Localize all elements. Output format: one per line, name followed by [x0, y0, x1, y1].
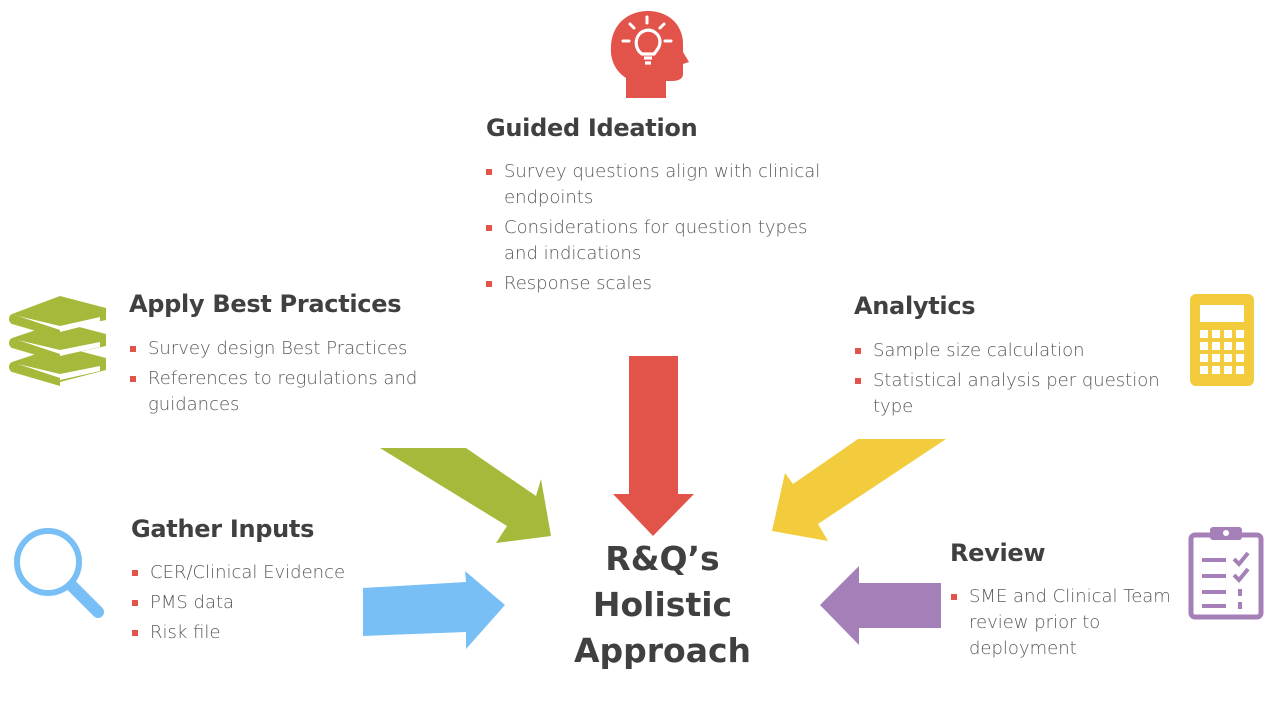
bullet-item: Survey questions align with clinical end… [486, 159, 826, 211]
gather-inputs-title: Gather Inputs [131, 515, 315, 543]
analytics-bullets: Sample size calculation Statistical anal… [855, 338, 1175, 424]
bullet-item: Response scales [486, 271, 826, 297]
center-title-line: Holistic [592, 585, 733, 624]
center-title-line: Approach [573, 631, 752, 670]
guided-ideation-title: Guided Ideation [486, 114, 698, 142]
bullet-item: Risk file [132, 620, 372, 646]
best-practices-title: Apply Best Practices [129, 290, 402, 318]
bullet-item: Considerations for question types and in… [486, 215, 826, 267]
bullet-item: SME and Clinical Team review prior to de… [951, 584, 1171, 662]
diagonal-arrow-analytics [772, 439, 946, 541]
bullet-item: References to regulations and guidances [130, 366, 440, 418]
bullet-item: Statistical analysis per question type [855, 368, 1175, 420]
bullet-item: PMS data [132, 590, 372, 616]
center-title: R&Q’s Holistic Approach [540, 536, 785, 674]
right-arrow-gather-inputs [363, 571, 505, 649]
center-title-line: R&Q’s [605, 539, 720, 578]
down-arrow-guided-ideation [613, 356, 694, 536]
head-lightbulb-icon [610, 11, 689, 98]
bullet-item: Sample size calculation [855, 338, 1175, 364]
analytics-title: Analytics [854, 292, 976, 320]
diagonal-arrow-best-practices [380, 448, 551, 543]
guided-ideation-bullets: Survey questions align with clinical end… [486, 159, 826, 301]
books-icon [9, 296, 106, 386]
best-practices-bullets: Survey design Best Practices References … [130, 336, 440, 422]
review-title: Review [950, 539, 1046, 567]
gather-inputs-bullets: CER/Clinical Evidence PMS data Risk file [132, 560, 372, 650]
bullet-item: CER/Clinical Evidence [132, 560, 372, 586]
clipboard-checklist-icon [1188, 527, 1264, 620]
left-arrow-review [820, 566, 941, 645]
magnifier-icon [14, 528, 104, 618]
bullet-item: Survey design Best Practices [130, 336, 440, 362]
review-bullets: SME and Clinical Team review prior to de… [951, 584, 1171, 666]
calculator-icon [1190, 294, 1254, 386]
